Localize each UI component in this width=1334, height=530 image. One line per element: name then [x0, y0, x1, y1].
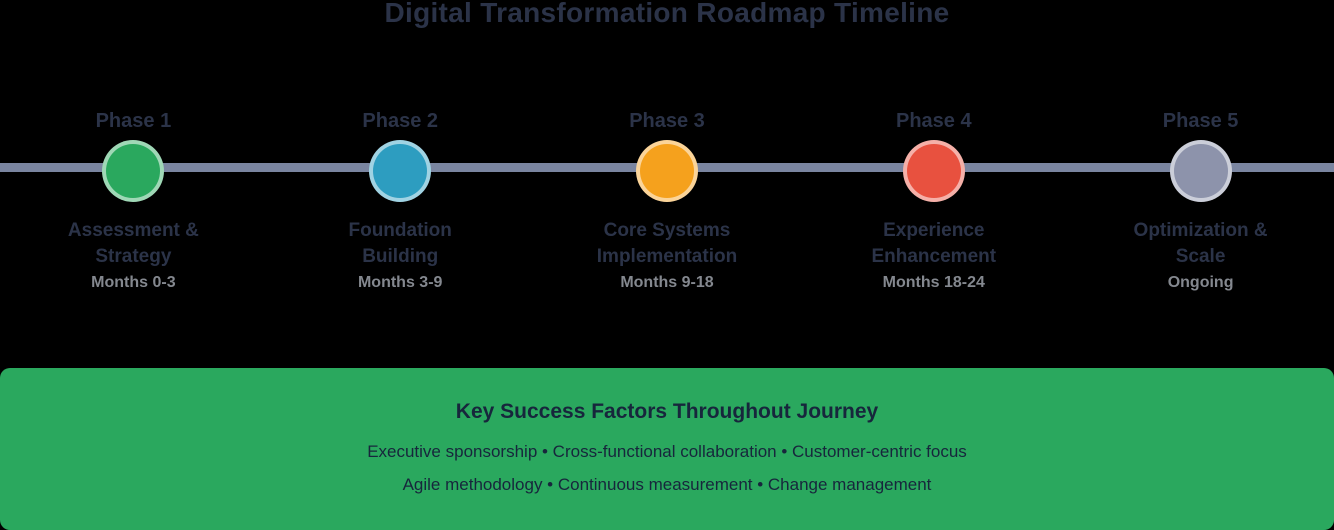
phase-milestone-dot	[1169, 140, 1232, 202]
phase-label: Phase 5	[1162, 110, 1239, 132]
phase-milestone-dot	[902, 140, 965, 202]
phase-column-4: Phase 4 Experience Enhancement Months 18…	[800, 108, 1067, 292]
phase-period: Months 9-18	[620, 274, 714, 291]
phase-column-2: Phase 2 Foundation Building Months 3-9	[267, 108, 534, 292]
phase-description-line2: Strategy	[95, 246, 172, 267]
key-success-banner: Key Success Factors Throughout Journey E…	[0, 368, 1334, 530]
phase-description-line2: Implementation	[596, 246, 738, 267]
phase-description: Core Systems Implementation	[597, 218, 737, 270]
phase-label: Phase 3	[629, 110, 705, 132]
phase-column-5: Phase 5 Optimization & Scale Ongoing	[1067, 108, 1334, 292]
page-title: Digital Transformation Roadmap Timeline	[384, 0, 950, 28]
banner-factors-line2: Agile methodology • Continuous measureme…	[402, 475, 932, 494]
phase-description-line2: Enhancement	[871, 246, 997, 267]
phase-column-3: Phase 3 Core Systems Implementation Mont…	[534, 108, 801, 292]
phase-description-line1: Assessment &	[67, 220, 199, 241]
banner-title: Key Success Factors Throughout Journey	[455, 400, 879, 423]
phase-period: Months 0-3	[91, 274, 176, 291]
phase-label: Phase 2	[362, 110, 438, 132]
phase-description-line1: Foundation	[348, 220, 452, 241]
phase-milestone-dot	[635, 140, 698, 202]
phase-period: Months 18-24	[882, 274, 985, 291]
phase-description-line2: Building	[362, 246, 439, 267]
phases-row: Phase 1 Assessment & Strategy Months 0-3…	[0, 108, 1334, 292]
banner-factors-line1: Executive sponsorship • Cross-functional…	[367, 442, 967, 461]
phase-description-line2: Scale	[1175, 246, 1226, 267]
phase-milestone-dot	[102, 140, 165, 202]
phase-description: Assessment & Strategy	[68, 218, 199, 270]
phase-label: Phase 1	[95, 110, 172, 132]
phase-label: Phase 4	[895, 110, 972, 132]
phase-description-line1: Core Systems	[603, 220, 731, 241]
phase-description-line1: Experience	[883, 220, 985, 241]
phase-description: Foundation Building	[348, 218, 451, 270]
phase-description-line1: Optimization &	[1133, 220, 1268, 241]
phase-period: Ongoing	[1167, 274, 1234, 291]
phase-milestone-dot	[369, 140, 432, 202]
phase-description: Optimization & Scale	[1134, 218, 1268, 270]
phase-description: Experience Enhancement	[871, 218, 996, 270]
phase-column-1: Phase 1 Assessment & Strategy Months 0-3	[0, 108, 267, 292]
phase-period: Months 3-9	[357, 274, 443, 291]
